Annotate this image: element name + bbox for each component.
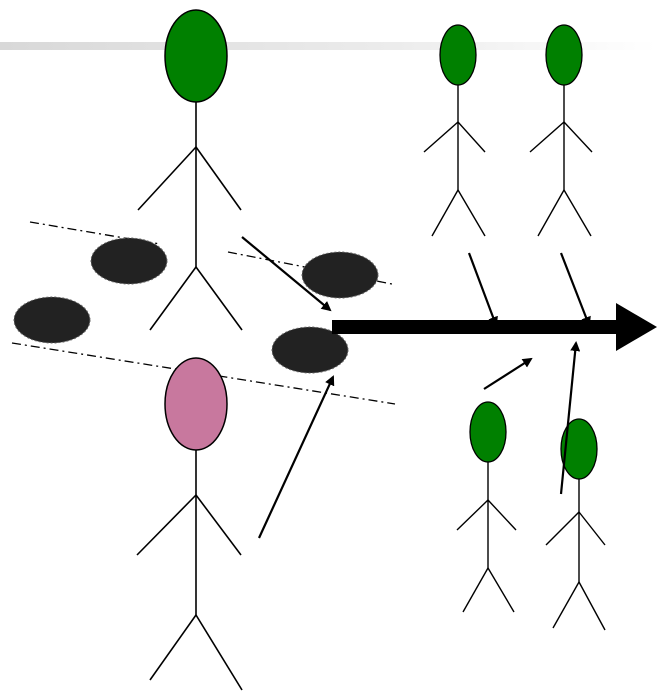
small-green-figure-bottom-left bbox=[456, 401, 517, 613]
small-green-figure-bottom-right bbox=[545, 418, 606, 631]
arrow-into-obstacle-from-upper-left bbox=[241, 236, 332, 312]
small-figure-right-arm bbox=[457, 121, 486, 153]
arrow-small-upward-right bbox=[483, 357, 533, 390]
large-green-figure-right-arm bbox=[195, 146, 242, 211]
obstacle-4 bbox=[271, 326, 349, 374]
large-pink-figure-head bbox=[164, 357, 228, 451]
small-green-figure-top-left bbox=[423, 24, 486, 237]
large-green-figure-left-arm bbox=[137, 146, 197, 211]
small-figure-right-arm bbox=[487, 499, 517, 531]
small-figure-right-arm bbox=[578, 511, 606, 546]
small-figure-left-leg bbox=[462, 567, 489, 613]
arrow-from-top-left-figure bbox=[467, 252, 498, 327]
large-pink-figure-right-leg bbox=[195, 614, 243, 691]
small-figure-left-leg bbox=[552, 581, 580, 629]
small-figure-head bbox=[439, 24, 477, 86]
obstacle-2 bbox=[301, 251, 379, 299]
small-figure-left-arm bbox=[423, 121, 459, 153]
small-figure-right-leg bbox=[578, 581, 606, 631]
main-arrow bbox=[332, 303, 657, 351]
small-figure-head bbox=[469, 401, 507, 463]
large-pink-figure-left-leg bbox=[149, 614, 197, 681]
small-figure-right-leg bbox=[457, 189, 486, 237]
small-figure-left-arm bbox=[545, 511, 580, 546]
small-figure-left-leg bbox=[431, 189, 459, 237]
top-decorative-bar bbox=[0, 42, 657, 50]
small-green-figure-top-right bbox=[529, 24, 593, 237]
small-figure-left-arm bbox=[529, 121, 565, 153]
small-figure-head bbox=[560, 418, 598, 480]
small-figure-right-leg bbox=[563, 189, 592, 237]
large-pink-figure-right-arm bbox=[195, 494, 242, 556]
arrow-from-top-right-figure bbox=[559, 252, 591, 327]
large-green-figure-right-leg bbox=[195, 266, 243, 331]
obstacle-1 bbox=[90, 237, 168, 285]
small-figure-left-leg bbox=[537, 189, 565, 237]
large-pink-figure-left-arm bbox=[136, 494, 197, 556]
main-arrow-shaft bbox=[332, 320, 622, 334]
arrow-from-pink-figure-to-obstacle bbox=[258, 375, 335, 539]
large-green-figure-head bbox=[164, 9, 228, 103]
obstacle-3 bbox=[13, 296, 91, 344]
large-pink-figure bbox=[136, 357, 243, 691]
arrow-from-bottom-right-figure bbox=[559, 341, 581, 495]
small-figure-head bbox=[545, 24, 583, 86]
small-figure-right-arm bbox=[563, 121, 593, 153]
large-green-figure-left-leg bbox=[149, 266, 197, 331]
small-figure-left-arm bbox=[456, 499, 489, 531]
small-figure-right-leg bbox=[487, 567, 515, 613]
main-arrow-head bbox=[616, 303, 657, 351]
large-green-figure bbox=[137, 9, 243, 331]
